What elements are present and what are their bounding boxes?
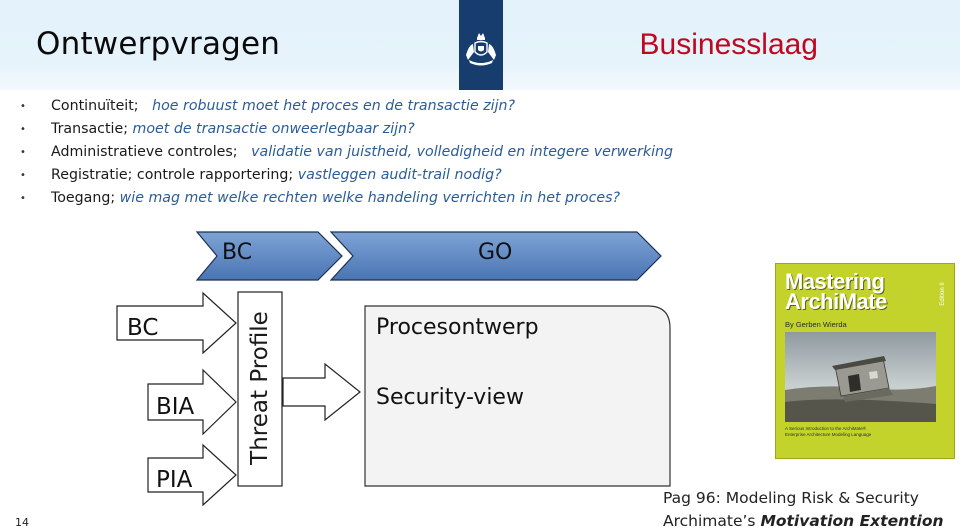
bullet-item: Administratieve controles; validatie van… [20,141,920,164]
top-bar-bc-label: BC [222,240,253,265]
book-title-line1: Mastering [785,269,885,294]
bullet-question: hoe robuust moet het proces en de transa… [152,98,516,114]
bullet-term: Transactie; [51,121,128,137]
bullet-term: Continuïteit; [51,98,139,114]
book-edition: Edition II [938,274,948,314]
bc-arrow [116,291,237,355]
threat-profile: Threat Profile [238,290,282,486]
security-view-label: Security-view [376,385,524,410]
bullet-term: Administratieve controles; [51,144,238,160]
slide-title: Ontwerpvragen [36,26,281,62]
book-blurb: A Serious Introduction to the ArchiMate®… [785,426,872,437]
book-photo [785,332,936,422]
slide-subtitle: Businesslaag [639,28,818,61]
bullet-term: Registratie; controle rapportering; [51,167,294,183]
bullet-item: Registratie; controle rapportering; vast… [20,164,920,187]
book-edition-label: Edition II [940,282,946,306]
output-arrow [282,362,361,422]
book-title-line2: ArchiMate [785,289,887,314]
input-bia-label: BIA [156,394,195,420]
bullet-question: wie mag met welke rechten welke handelin… [119,190,621,206]
top-bar-go-label: GO [478,240,513,265]
book-title: Mastering ArchiMate [785,269,935,314]
pia-arrow [147,443,237,507]
input-pia-label: PIA [156,467,193,493]
bullet-item: Continuïteit; hoe robuust moet het proce… [20,95,920,118]
book-caption-line2: Archimate’s Motivation Extention [663,512,944,530]
book-cover: Mastering ArchiMate Edition II By Gerben… [775,263,955,459]
threat-profile-label: Threat Profile [247,311,273,465]
bullet-question: moet de transactie onweerlegbaar zijn? [132,121,415,137]
bullet-item: Toegang; wie mag met welke rechten welke… [20,187,920,210]
bullet-item: Transactie; moet de transactie onweerleg… [20,118,920,141]
slide-number: 14 [15,516,29,529]
procesontwerp-label: Procesontwerp [376,315,539,340]
royal-coat-of-arms-icon [466,33,496,66]
bia-arrow [147,368,237,436]
bullet-term: Toegang; [51,190,116,206]
book-caption-prefix: Archimate’s [663,512,761,530]
question-list: Continuïteit; hoe robuust moet het proce… [20,95,920,210]
bullet-question: validatie van juistheid, volledigheid en… [251,144,674,160]
bullet-question: vastleggen audit-trail nodig? [297,167,502,183]
book-caption-emphasis: Motivation Extention [760,512,944,530]
bc-chevron [195,231,343,281]
logo-block [459,0,503,90]
go-chevron [329,231,662,281]
threat-profile-box [237,291,283,487]
process-box [364,305,671,487]
book-author: By Gerben Wierda [785,320,847,329]
input-bc-label: BC [127,315,159,341]
book-caption-line1: Pag 96: Modeling Risk & Security [663,489,919,507]
